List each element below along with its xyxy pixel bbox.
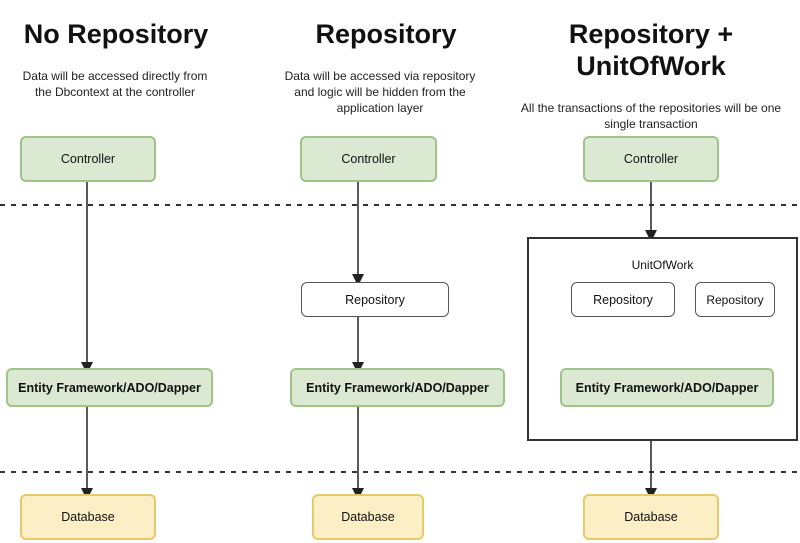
column-title-repository: Repository	[315, 19, 457, 49]
repository-box-repository: Repository	[301, 282, 449, 317]
controller-box-no-repository: Controller	[20, 136, 156, 182]
database-box-repository: Database	[312, 494, 424, 540]
orm-box-repository: Entity Framework/ADO/Dapper	[290, 368, 505, 407]
unitofwork-label: UnitOfWork	[631, 258, 694, 272]
orm-box-unitofwork: Entity Framework/ADO/Dapper	[560, 368, 774, 407]
repository-box-b-unitofwork: Repository	[695, 282, 775, 317]
column-title-line2: UnitOfWork	[576, 51, 726, 81]
controller-box-unitofwork: Controller	[583, 136, 719, 182]
database-box-no-repository: Database	[20, 494, 156, 540]
column-description-repository-unitofwork: All the transactions of the repositories…	[520, 101, 782, 131]
column-title-line1: Repository +	[568, 19, 734, 49]
column-description-no-repository: Data will be accessed directly from the …	[22, 69, 208, 99]
repository-box-a-unitofwork: Repository	[571, 282, 675, 317]
database-box-unitofwork: Database	[583, 494, 719, 540]
orm-box-no-repository: Entity Framework/ADO/Dapper	[6, 368, 213, 407]
unitofwork-container	[527, 237, 798, 441]
controller-box-repository: Controller	[300, 136, 437, 182]
column-description-repository: Data will be accessed via repository and…	[284, 69, 476, 115]
column-title-repository-unitofwork: Repository + UnitOfWork	[520, 18, 782, 82]
column-title-no-repository: No Repository	[23, 19, 209, 49]
